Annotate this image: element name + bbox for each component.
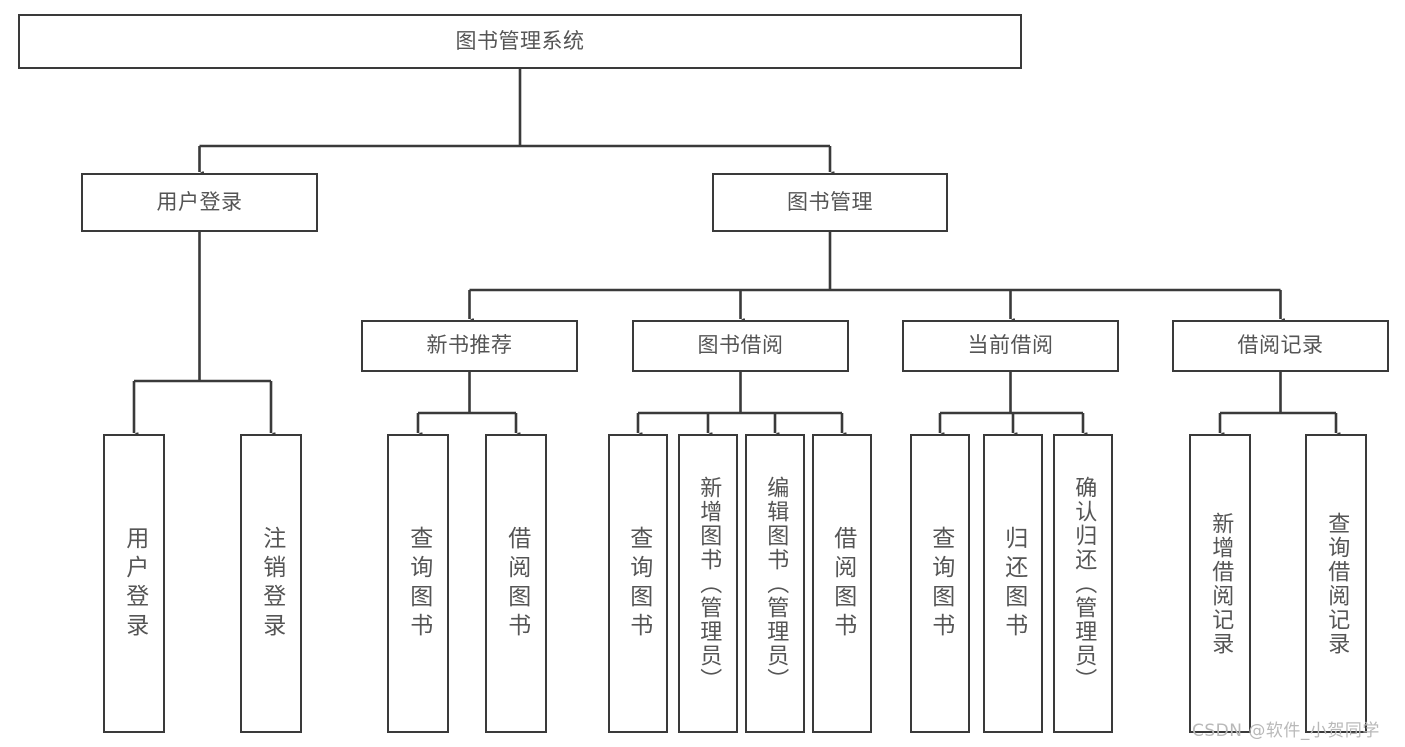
node-leaf-borrow-book-1[interactable]: 借阅图书 bbox=[485, 434, 547, 733]
node-new-book-recommend[interactable]: 新书推荐 bbox=[361, 320, 578, 372]
node-label: 图书管理系统 bbox=[455, 28, 585, 53]
node-leaf-edit-book-admin[interactable]: 编辑图书（管理员） bbox=[745, 434, 805, 733]
node-leaf-query-book-1[interactable]: 查询图书 bbox=[387, 434, 449, 733]
node-leaf-borrow-book-2[interactable]: 借阅图书 bbox=[812, 434, 872, 733]
node-leaf-query-book-2[interactable]: 查询图书 bbox=[608, 434, 668, 733]
node-borrow-record[interactable]: 借阅记录 bbox=[1172, 320, 1389, 372]
node-label: 新增借阅记录 bbox=[1208, 511, 1234, 656]
node-leaf-add-book-admin[interactable]: 新增图书（管理员） bbox=[678, 434, 738, 733]
node-user-login[interactable]: 用户登录 bbox=[81, 173, 318, 232]
node-leaf-user-login[interactable]: 用户登录 bbox=[103, 434, 165, 733]
node-leaf-add-borrow-record[interactable]: 新增借阅记录 bbox=[1189, 434, 1251, 733]
node-root[interactable]: 图书管理系统 bbox=[18, 14, 1022, 69]
node-label: 新增图书（管理员） bbox=[696, 475, 722, 692]
node-label: 新书推荐 bbox=[426, 333, 513, 358]
node-current-borrow[interactable]: 当前借阅 bbox=[902, 320, 1119, 372]
csdn-watermark: CSDN @软件_小贺同学 bbox=[1192, 721, 1380, 741]
node-label: 用户登录 bbox=[121, 525, 148, 642]
node-label: 当前借阅 bbox=[967, 333, 1054, 358]
node-label: 注销登录 bbox=[258, 525, 285, 642]
node-label: 归还图书 bbox=[1000, 525, 1027, 642]
node-label: 确认归还（管理员） bbox=[1071, 475, 1097, 692]
node-label: 查询图书 bbox=[405, 525, 432, 642]
node-leaf-return-book[interactable]: 归还图书 bbox=[983, 434, 1043, 733]
node-label: 图书借阅 bbox=[697, 333, 784, 358]
node-label: 借阅记录 bbox=[1237, 333, 1324, 358]
node-label: 查询图书 bbox=[927, 525, 954, 642]
node-label: 借阅图书 bbox=[503, 525, 530, 642]
node-leaf-query-borrow-record[interactable]: 查询借阅记录 bbox=[1305, 434, 1367, 733]
node-book-borrow[interactable]: 图书借阅 bbox=[632, 320, 849, 372]
node-leaf-confirm-return-admin[interactable]: 确认归还（管理员） bbox=[1053, 434, 1113, 733]
node-label: 用户登录 bbox=[156, 189, 243, 214]
node-label: 查询图书 bbox=[625, 525, 652, 642]
node-book-manage[interactable]: 图书管理 bbox=[712, 173, 948, 232]
node-leaf-logout[interactable]: 注销登录 bbox=[240, 434, 302, 733]
node-label: 编辑图书（管理员） bbox=[763, 475, 789, 692]
node-label: 查询借阅记录 bbox=[1324, 511, 1350, 656]
node-label: 图书管理 bbox=[787, 189, 873, 214]
node-label: 借阅图书 bbox=[829, 525, 856, 642]
node-leaf-query-book-3[interactable]: 查询图书 bbox=[910, 434, 970, 733]
